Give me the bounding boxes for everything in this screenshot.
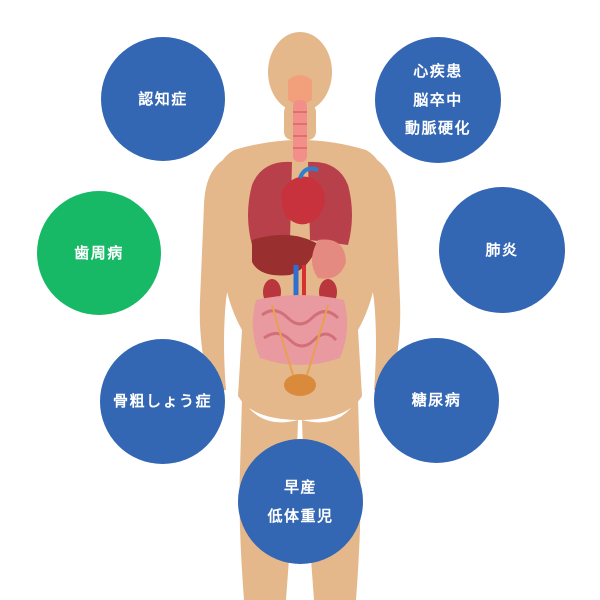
liver (252, 234, 318, 276)
condition-heart-stroke-arteriosclerosis: 心疾患 脳卒中 動脈硬化 (375, 37, 501, 163)
right-lung (308, 161, 352, 245)
intestines (252, 295, 348, 365)
intestine-folds (261, 309, 340, 348)
left-arm (199, 158, 236, 392)
trachea (293, 100, 307, 162)
condition-label: 糖尿病 (411, 391, 462, 410)
condition-label: 早産 (283, 478, 317, 496)
heart (281, 176, 325, 225)
condition-periodontal-disease: 歯周病 (37, 191, 161, 315)
condition-pneumonia: 肺炎 (439, 187, 565, 313)
bladder (284, 374, 316, 396)
condition-label: 肺炎 (485, 240, 519, 259)
ureters (271, 304, 329, 379)
brainstem (288, 75, 312, 104)
condition-label: 心疾患 (413, 62, 463, 81)
left-lung (248, 161, 292, 245)
condition-label: 骨粗しょう症 (112, 392, 212, 411)
condition-label: 認知症 (138, 89, 188, 108)
condition-label: 脳卒中 (413, 90, 463, 109)
condition-diabetes: 糖尿病 (374, 338, 499, 463)
condition-label: 低体重児 (267, 506, 334, 525)
organs (248, 75, 352, 396)
stomach (312, 239, 346, 279)
condition-dementia: 認知症 (101, 37, 225, 161)
head (268, 32, 332, 112)
condition-osteoporosis: 骨粗しょう症 (100, 339, 225, 464)
aorta (298, 166, 319, 179)
condition-label: 歯周病 (74, 243, 124, 262)
right-arm (364, 158, 401, 392)
condition-label: 動脈硬化 (404, 119, 471, 138)
condition-preterm-low-birth-weight: 早産 低体重児 (238, 439, 363, 564)
